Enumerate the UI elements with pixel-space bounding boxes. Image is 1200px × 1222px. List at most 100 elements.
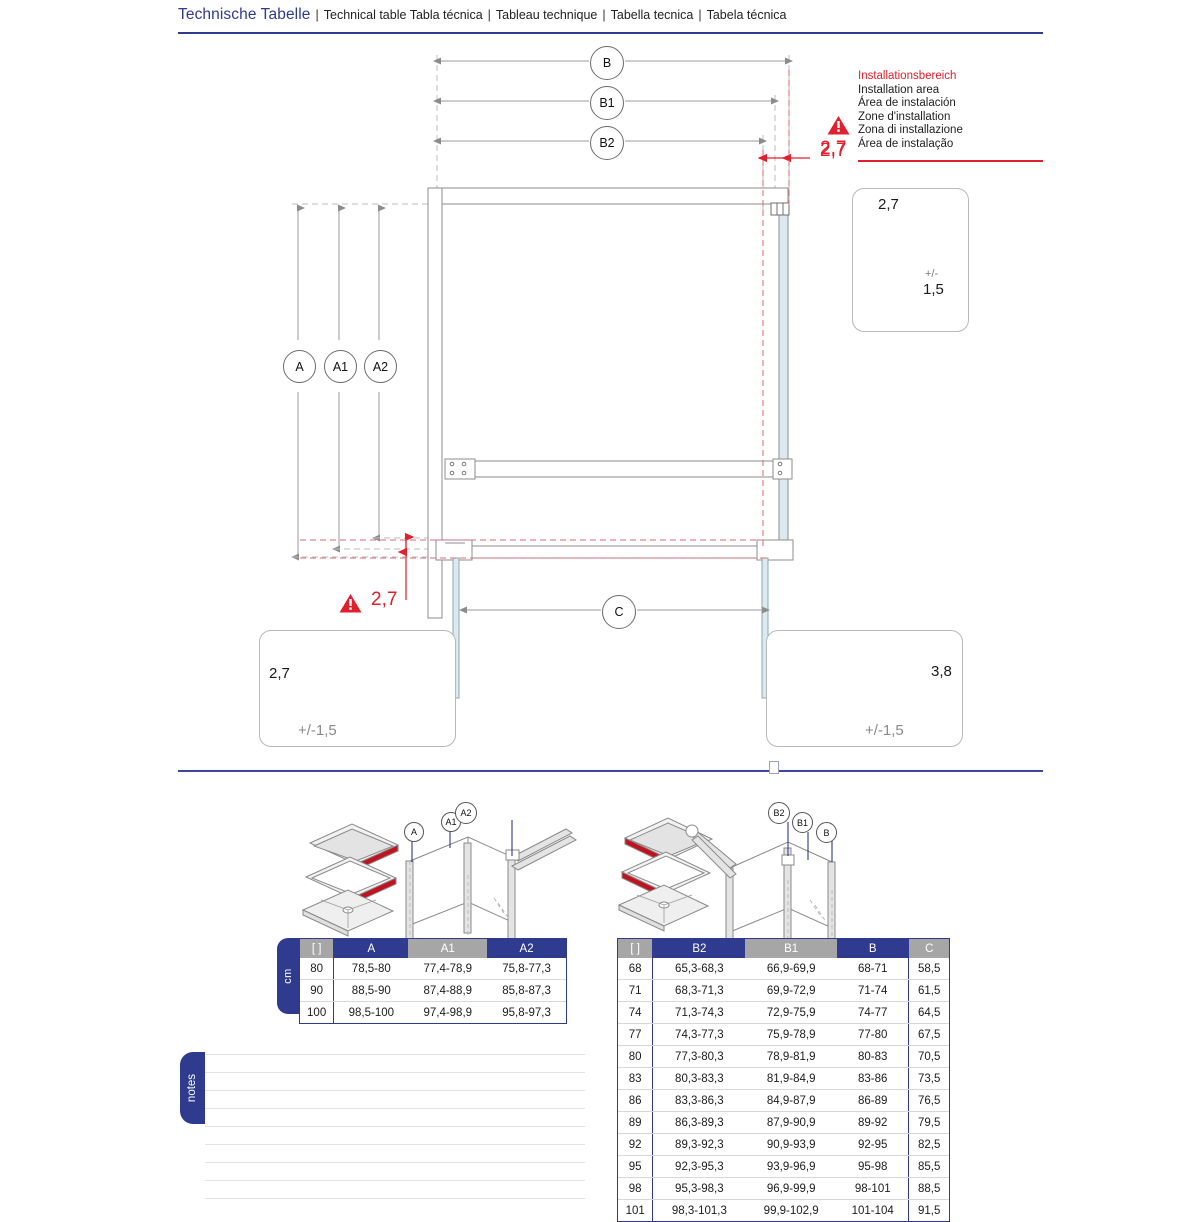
legend-line-fr: Zone d'installation [858,110,951,123]
cell: 81,9-84,9 [745,1067,838,1090]
legend-underline [858,160,1043,162]
table-a-unit-label: cm [281,968,294,984]
detail-callout-bottom-left [259,630,456,747]
note-line[interactable] [205,1072,585,1073]
cell: 86-89 [837,1089,909,1112]
iso-callout-A: A [404,822,424,842]
installation-area-legend: Installationsbereich Installation area Á… [858,70,963,152]
legend-line-es: Área de instalación [858,97,956,110]
cell: 92-95 [837,1133,909,1156]
table-row: 100 98,5-100 97,4-98,9 95,8-97,3 [300,1001,566,1023]
cell: 71 [618,979,653,1002]
notes-label: notes [186,1073,199,1103]
cell: 77,3-80,3 [652,1045,746,1068]
cell: 70,5 [908,1045,949,1068]
legend-line-pt: Área de instalação [858,137,954,150]
dimension-bubble-A: A [283,350,316,383]
cell: 71,3-74,3 [652,1001,746,1024]
dimension-bubble-C: C [602,595,636,629]
table-a-header-row: [ ] A A1 A2 [300,939,566,958]
table-b-header-3: B [837,939,909,958]
detail-bl-height-label: 2,7 [269,665,290,682]
cell: 80-83 [837,1045,909,1068]
cell: 83,3-86,3 [652,1089,746,1112]
cell: 74 [618,1001,653,1024]
note-line[interactable] [205,1198,585,1199]
cell: 76,5 [908,1089,949,1112]
cell: 89 [618,1111,653,1134]
detail-callout-top-right [852,188,969,332]
cell: 58,5 [908,958,949,980]
cell: 96,9-99,9 [745,1177,838,1200]
installation-gap-value: 2,7 [820,138,847,159]
detail-br-tolerance-label: +/-1,5 [865,722,904,739]
top-gap-dimension: 2,7 [820,140,847,161]
cell: 90 [300,979,334,1002]
cell: 67,5 [908,1023,949,1046]
cell: 80 [300,958,334,980]
header-subtitle-4: Tabela técnica [706,8,787,22]
cell: 64,5 [908,1001,949,1024]
note-line[interactable] [205,1126,585,1127]
cell: 101 [618,1199,653,1221]
note-line[interactable] [205,1180,585,1181]
cell: 98,3-101,3 [652,1199,746,1221]
cell: 77 [618,1023,653,1046]
iso-callout-B2: B2 [768,802,790,824]
cell: 98-101 [837,1177,909,1200]
cell: 77-80 [837,1023,909,1046]
cell: 98 [618,1177,653,1200]
cell: 80 [618,1045,653,1068]
header-separator-4: | [698,8,702,22]
detail-callout-bottom-right [766,630,963,747]
page-title: Technische Tabelle [178,6,311,23]
cell: 80,3-83,3 [652,1067,746,1090]
cell: 82,5 [908,1133,949,1156]
cell: 78,9-81,9 [745,1045,838,1068]
cell: 89,3-92,3 [652,1133,746,1156]
cell: 78,5-80 [333,958,409,980]
cell: 95-98 [837,1155,909,1178]
cell: 69,9-72,9 [745,979,838,1002]
cell: 99,9-102,9 [745,1199,838,1221]
table-a-unit-tab: cm [277,938,299,1014]
note-line[interactable] [205,1108,585,1109]
header-divider [178,32,1043,34]
header-separator-2: | [487,8,491,22]
detail-br-height-label: 3,8 [931,663,952,680]
table-row: 90 88,5-90 87,4-88,9 85,8-87,3 [300,979,566,1002]
note-line[interactable] [205,1090,585,1091]
cell: 83-86 [837,1067,909,1090]
note-line[interactable] [205,1144,585,1145]
cell: 68-71 [837,958,909,980]
cell: 75,9-78,9 [745,1023,838,1046]
warning-triangle-icon [827,116,850,135]
note-line[interactable] [205,1162,585,1163]
table-row: 80 78,5-80 77,4-78,9 75,8-77,3 [300,958,566,980]
cell: 77,4-78,9 [408,958,488,980]
legend-line-de: Installationsbereich [858,70,957,82]
dimension-bubble-B1: B1 [590,86,624,120]
note-line[interactable] [205,1054,585,1055]
header-subtitle-2: Tableau technique [495,8,598,22]
cell: 79,5 [908,1111,949,1134]
table-a-header-1: A [333,939,409,958]
cell: 75,8-77,3 [487,958,566,980]
table-b-header-0: [ ] [618,939,653,958]
cell: 87,9-90,9 [745,1111,838,1134]
cell: 95,8-97,3 [487,1001,566,1023]
table-b-header-4: C [908,939,949,958]
dimension-bubble-B: B [590,46,624,80]
section-divider [178,770,1043,772]
cell: 61,5 [908,979,949,1002]
warning-triangle-icon-2 [339,594,362,613]
